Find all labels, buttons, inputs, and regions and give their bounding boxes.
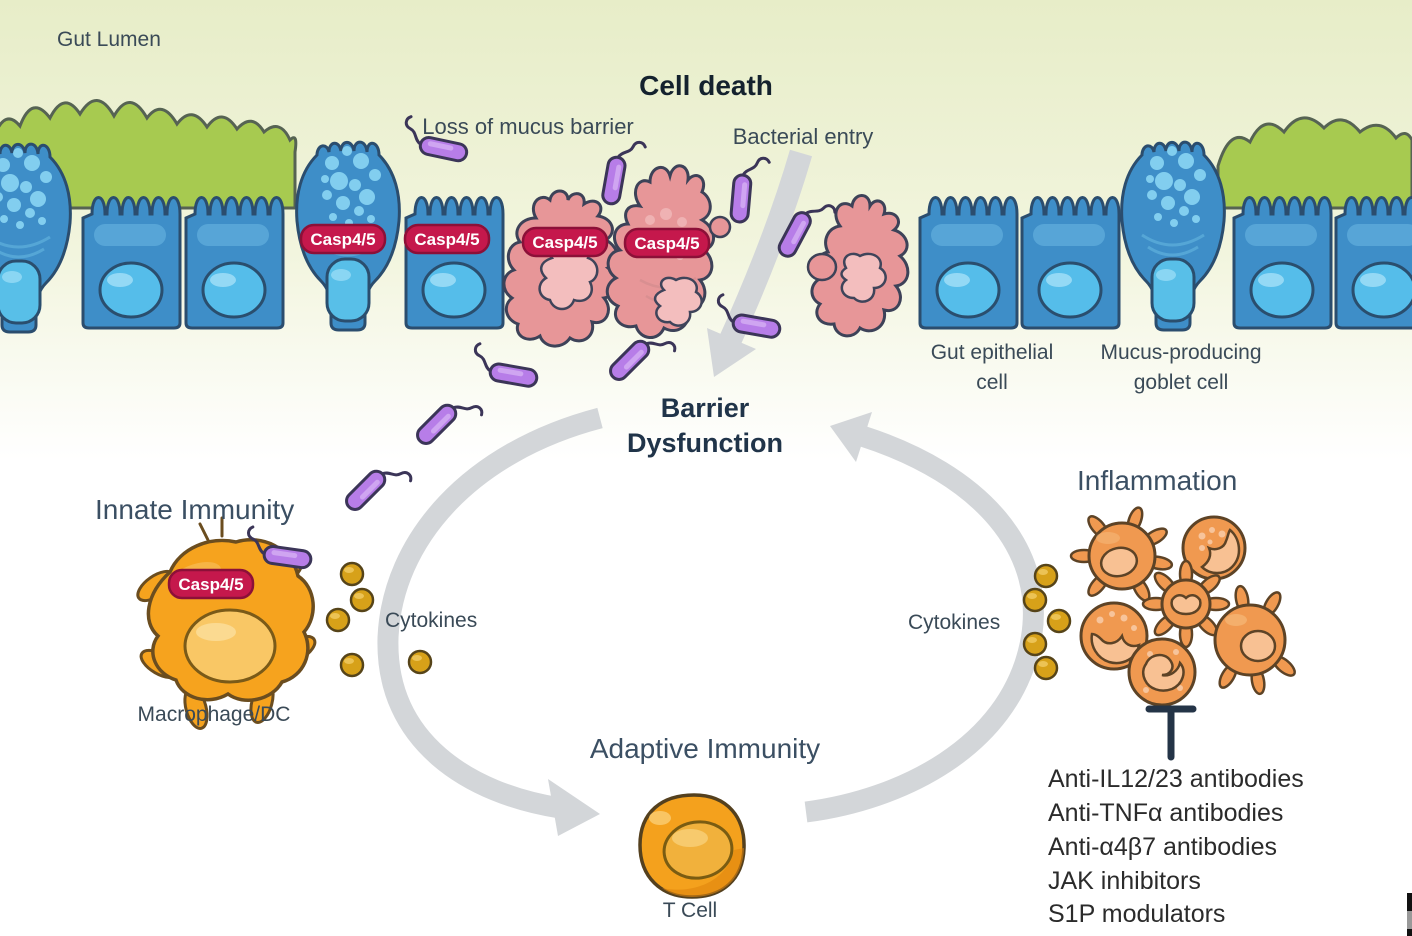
goblet-cell-label: goblet cell	[1134, 371, 1229, 394]
epithelial-cell	[184, 196, 285, 330]
barrier-dysfunction-label: Dysfunction	[627, 428, 783, 458]
innate-immunity-label: Innate Immunity	[95, 494, 294, 525]
epithelial-cell	[81, 196, 182, 330]
gut-epithelial-cell-label: cell	[976, 371, 1008, 394]
bacterial-entry-label: Bacterial entry	[733, 124, 874, 149]
dying-cell	[810, 194, 910, 338]
cytokine-dot	[1033, 563, 1059, 589]
epithelial-cell	[1334, 196, 1412, 330]
cytokine-dot	[349, 587, 375, 613]
therapy-list: Anti-IL12/23 antibodies Anti-TNFα antibo…	[1048, 765, 1304, 928]
inflammation-cell	[1213, 583, 1300, 697]
loss-of-mucus-label: Loss of mucus barrier	[422, 114, 634, 139]
therapy-item: Anti-TNFα antibodies	[1048, 799, 1283, 827]
t-cell-label: T Cell	[663, 899, 717, 922]
cytokine-dot	[325, 607, 351, 633]
bacterium-icon	[341, 453, 415, 527]
goblet-cell-label: Mucus-producing	[1100, 341, 1261, 364]
gut-lumen-label: Gut Lumen	[57, 28, 161, 51]
cytokines-left-label: Cytokines	[385, 609, 477, 632]
cytokine-dot	[1033, 655, 1059, 681]
casp45-badge	[299, 223, 387, 255]
cytokine-dot	[407, 649, 433, 675]
cytokine-dot	[339, 652, 365, 678]
adaptive-immunity-label: Adaptive Immunity	[590, 733, 820, 764]
epithelial-cell	[404, 196, 505, 330]
epithelial-cell	[1020, 196, 1121, 330]
barrier-dysfunction-label: Barrier	[661, 393, 750, 423]
therapy-item: JAK inhibitors	[1048, 867, 1201, 895]
inflammation-cell	[1127, 637, 1197, 707]
cytokine-dot	[1046, 608, 1072, 634]
cycle-arrow-left	[377, 407, 603, 836]
inflammation-cell	[1079, 601, 1149, 671]
therapy-item: Anti-IL12/23 antibodies	[1048, 765, 1304, 793]
mucus-layer-right	[1216, 116, 1412, 210]
gut-epithelial-cell-label: Gut epithelial	[931, 341, 1054, 364]
cell-debris	[806, 252, 838, 282]
cytokine-dot	[339, 561, 365, 587]
therapy-item: S1P modulators	[1048, 900, 1225, 928]
inflammation-cell	[1069, 504, 1175, 605]
epithelial-cell	[1232, 196, 1333, 330]
therapy-item: Anti-α4β7 antibodies	[1048, 833, 1277, 861]
mucus-layer-left	[0, 99, 298, 210]
epithelial-cell	[918, 196, 1019, 330]
edge-artifact	[1407, 893, 1412, 936]
cell-death-label: Cell death	[639, 70, 773, 101]
cytokines-right-label: Cytokines	[908, 611, 1000, 634]
inflammation-label: Inflammation	[1077, 465, 1237, 496]
inhibition-tbar	[1145, 705, 1197, 761]
inflammation-cell	[1141, 559, 1231, 649]
cell-debris	[708, 215, 732, 239]
cytokine-dot	[1022, 587, 1048, 613]
casp45-badge	[623, 227, 711, 259]
casp45-badge	[521, 226, 609, 258]
casp45-badge	[403, 223, 491, 255]
t-cell	[638, 793, 746, 899]
macrophage-dc-label: Macrophage/DC	[138, 703, 291, 726]
inflammation-cell-cluster	[1069, 504, 1300, 707]
cytokine-dot	[1022, 631, 1048, 657]
casp45-badge	[167, 568, 255, 600]
